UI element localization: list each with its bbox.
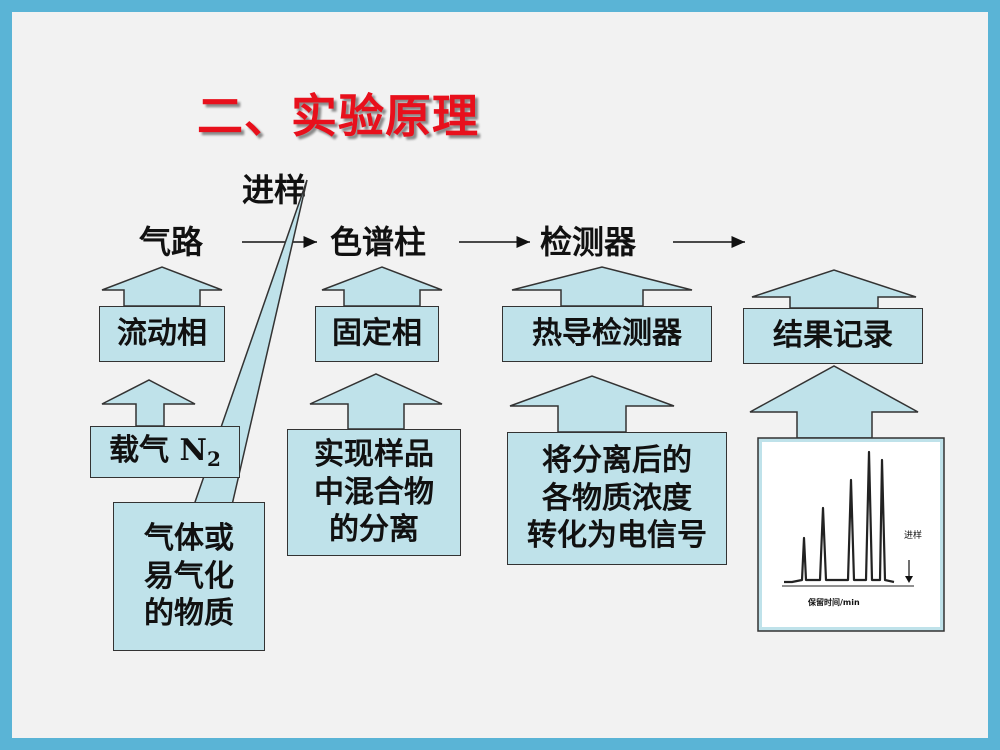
slide: { "title": "二、实验原理", "injection_label": …: [12, 12, 988, 738]
separation-note-line: 中混合物: [314, 474, 434, 510]
mobile-phase-box: 流动相: [99, 306, 225, 362]
up-arrow-separation: [309, 373, 443, 430]
conversion-note-box: 将分离后的 各物质浓度 转化为电信号: [507, 432, 727, 565]
flow-column: 色谱柱: [330, 223, 427, 261]
carrier-gas-box: 载气 N2: [90, 426, 240, 478]
page-title: 二、实验原理: [197, 89, 479, 143]
sample-note-line: 的物质: [144, 596, 234, 632]
up-arrow-chart: [749, 365, 919, 439]
conversion-note-line: 转化为电信号: [527, 518, 707, 554]
stationary-phase-box: 固定相: [315, 306, 439, 362]
carrier-gas-subscript: 2: [206, 447, 221, 471]
conversion-note-line: 各物质浓度: [542, 480, 692, 516]
chromatogram: 进样 保留时间/min: [762, 442, 940, 627]
conversion-note-line: 将分离后的: [542, 443, 692, 479]
up-arrow-detector: [511, 266, 693, 307]
tcd-box: 热导检测器: [502, 306, 712, 362]
flow-gas-path: 气路: [139, 223, 204, 261]
separation-note-box: 实现样品 中混合物 的分离: [287, 429, 461, 556]
chromatogram-trace: [784, 450, 895, 584]
chart-x-axis-label: 保留时间/min: [807, 597, 860, 607]
injection-label: 进样: [242, 171, 307, 209]
chromatogram-plot: 进样 保留时间/min: [782, 450, 922, 607]
up-arrow-carrier: [101, 379, 196, 427]
separation-note-line: 实现样品: [314, 437, 434, 473]
separation-note-line: 的分离: [329, 512, 419, 548]
sample-note-line: 气体或: [144, 521, 234, 557]
up-arrow-conversion: [509, 375, 675, 433]
up-arrow-mobile: [101, 266, 223, 307]
carrier-gas-label: 载气 N: [109, 433, 207, 468]
up-arrow-recorder: [751, 269, 917, 309]
sample-note-line: 易气化: [144, 558, 234, 594]
up-arrow-stationary: [321, 266, 443, 307]
sample-note-box: 气体或 易气化 的物质: [113, 502, 265, 651]
injection-marker-head: [905, 576, 913, 583]
chart-injection-label: 进样: [904, 529, 922, 541]
flow-detector: 检测器: [540, 223, 637, 261]
recorder-box: 结果记录: [743, 308, 923, 364]
